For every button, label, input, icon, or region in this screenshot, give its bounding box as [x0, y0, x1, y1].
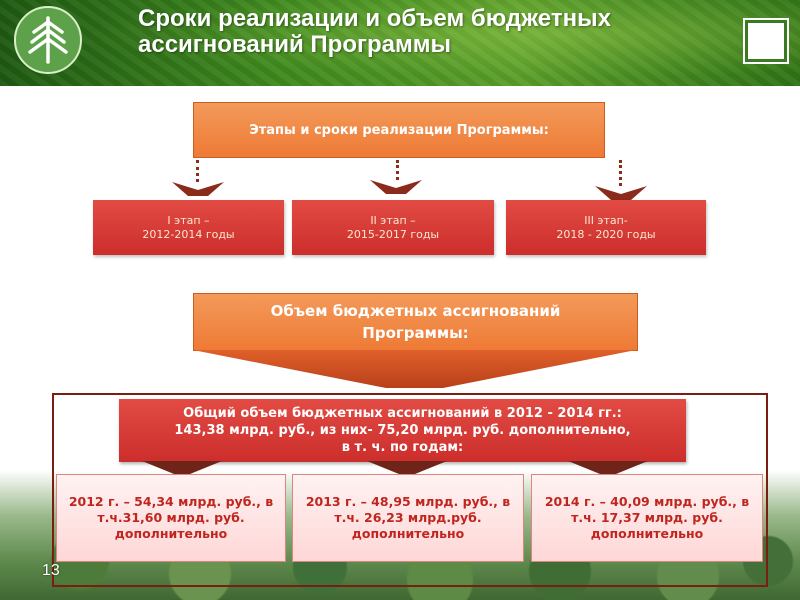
chevron-down-icon — [172, 180, 224, 196]
title-line-1: Сроки реализации и объем бюджетных — [138, 6, 611, 32]
budget-title-box: Объем бюджетных ассигнований Программы: — [193, 293, 638, 351]
chevron-down-icon — [595, 184, 647, 200]
page-number: 13 — [42, 562, 60, 580]
chevron-down-icon — [370, 178, 422, 194]
year-2012-line-1: 2012 г. – 54,34 млрд. руб., в — [69, 494, 273, 510]
stage-3-box: III этап- 2018 - 2020 годы — [506, 200, 706, 255]
stage-1-years: 2012-2014 годы — [142, 228, 234, 242]
spruce-tree-logo-icon — [14, 6, 82, 74]
year-2012-box: 2012 г. – 54,34 млрд. руб., в т.ч.31,60 … — [56, 474, 286, 562]
stage-3-years: 2018 - 2020 годы — [556, 228, 655, 242]
stage-2-name: II этап – — [347, 214, 439, 228]
total-budget-box: Общий объем бюджетных ассигнований в 201… — [119, 399, 686, 462]
chevron-down-icon — [142, 461, 222, 475]
year-2013-line-1: 2013 г. – 48,95 млрд. руб., в — [306, 494, 510, 510]
total-line-3: в т. ч. по годам: — [174, 439, 630, 456]
stages-title-box: Этапы и сроки реализации Программы: — [193, 102, 605, 158]
dotted-connector — [396, 160, 402, 180]
budget-title-line-1: Объем бюджетных ассигнований — [271, 300, 561, 322]
stage-1-name: I этап – — [142, 214, 234, 228]
year-2014-line-3: дополнительно — [545, 526, 749, 542]
chevron-down-icon — [568, 461, 648, 475]
year-2012-line-2: т.ч.31,60 млрд. руб. — [69, 510, 273, 526]
total-line-2: 143,38 млрд. руб., из них- 75,20 млрд. р… — [174, 422, 630, 439]
funnel-arrow-icon — [193, 350, 636, 390]
stages-title: Этапы и сроки реализации Программы: — [249, 123, 549, 138]
year-2014-line-2: т.ч. 17,37 млрд. руб. — [545, 510, 749, 526]
chevron-down-icon — [367, 461, 447, 475]
stage-2-box: II этап – 2015-2017 годы — [292, 200, 494, 255]
dotted-connector — [196, 160, 202, 182]
total-line-1: Общий объем бюджетных ассигнований в 201… — [174, 405, 630, 422]
year-2014-line-1: 2014 г. – 40,09 млрд. руб., в — [545, 494, 749, 510]
page-title: Сроки реализации и объем бюджетных ассиг… — [138, 6, 611, 58]
square-icon — [745, 20, 787, 62]
stage-3-name: III этап- — [556, 214, 655, 228]
year-2013-box: 2013 г. – 48,95 млрд. руб., в т.ч. 26,23… — [292, 474, 524, 562]
year-2013-line-3: дополнительно — [306, 526, 510, 542]
year-2013-line-2: т.ч. 26,23 млрд.руб. — [306, 510, 510, 526]
year-2012-line-3: дополнительно — [69, 526, 273, 542]
title-line-2: ассигнований Программы — [138, 32, 611, 58]
dotted-connector — [619, 160, 625, 186]
budget-title-line-2: Программы: — [271, 322, 561, 344]
stage-1-box: I этап – 2012-2014 годы — [93, 200, 284, 255]
year-2014-box: 2014 г. – 40,09 млрд. руб., в т.ч. 17,37… — [531, 474, 763, 562]
header-band: Сроки реализации и объем бюджетных ассиг… — [0, 0, 800, 86]
stage-2-years: 2015-2017 годы — [347, 228, 439, 242]
